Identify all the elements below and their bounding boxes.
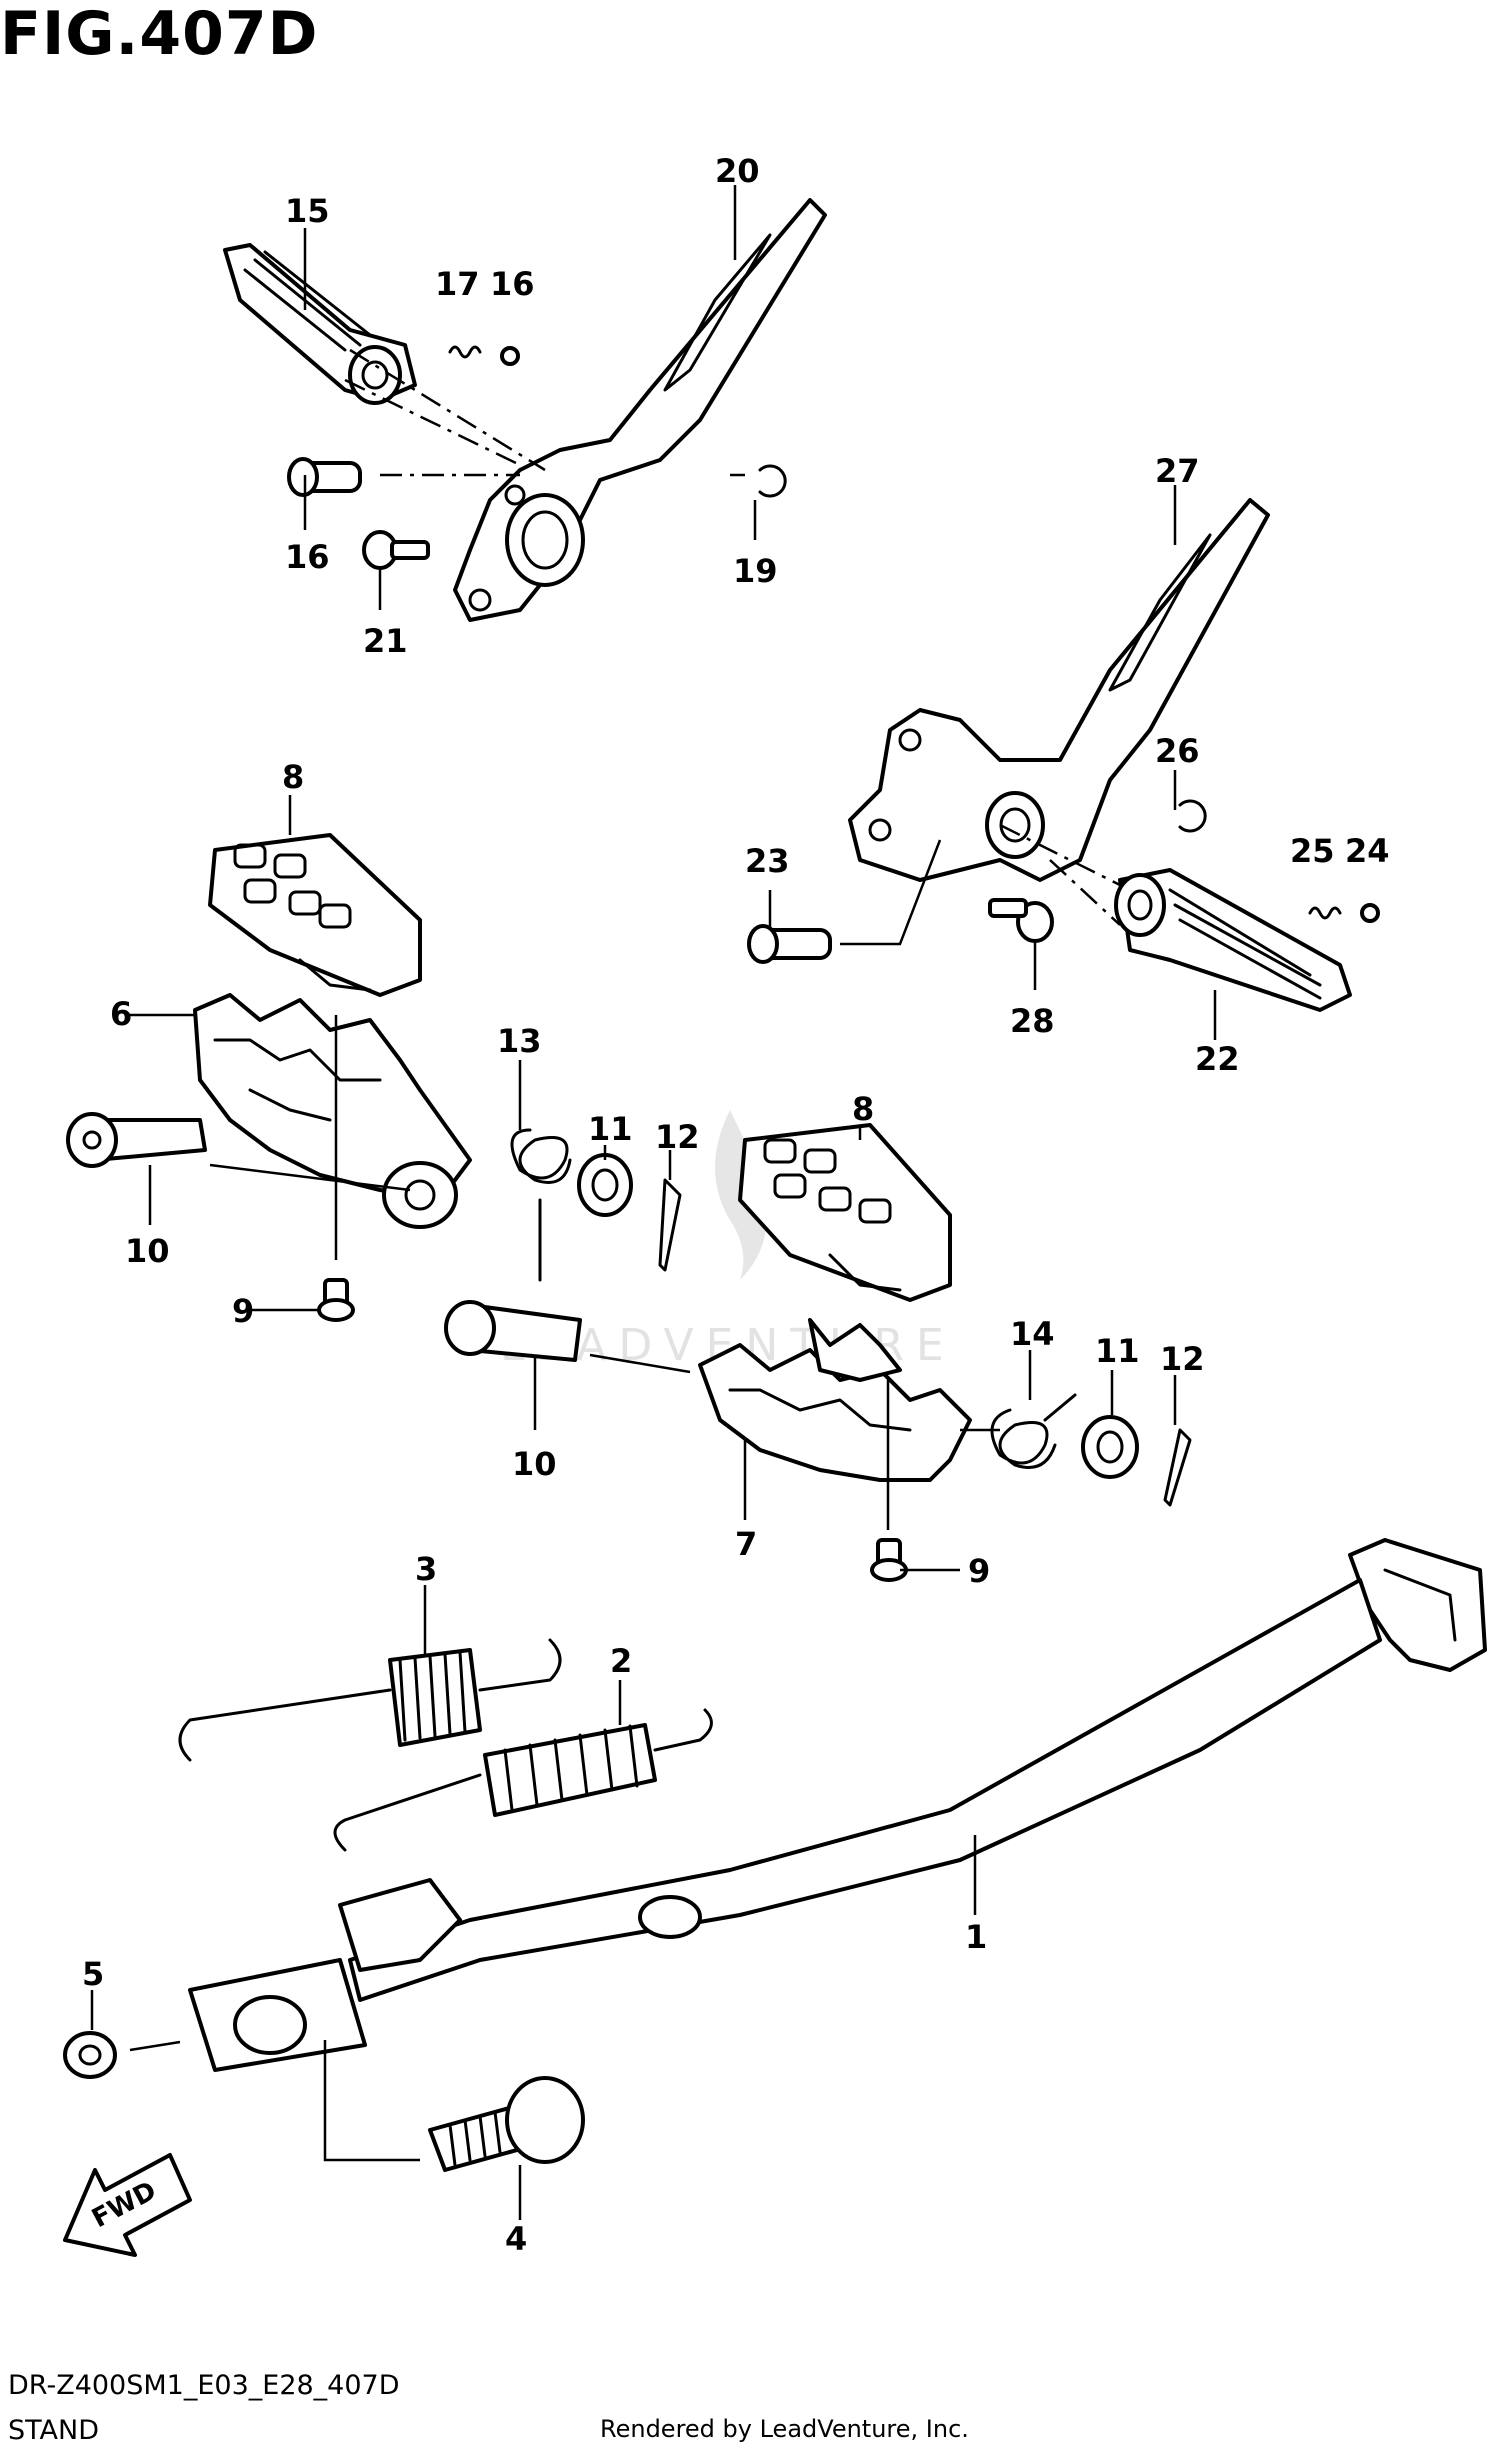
callout-19: 19 [733,552,778,590]
bolt-4 [428,2076,585,2172]
callout-15: 15 [285,192,330,230]
nut-5 [63,2031,117,2079]
callout-14: 14 [1010,1315,1055,1353]
callout-10a: 10 [125,1232,170,1270]
callout-24: 24 [1345,832,1390,870]
washer-11b [1081,1415,1139,1479]
diagram-code: DR-Z400SM1_E03_E28_407D [8,2370,400,2401]
footrest-cover-8b [738,1123,952,1302]
pin-10b [444,1300,582,1362]
footrest-6 [193,993,472,1229]
callout-4: 4 [505,2220,527,2258]
figure-title: FIG.407D [0,0,319,69]
callout-27: 27 [1155,452,1200,490]
callout-20: 20 [715,152,760,190]
callout-16: 16 [285,538,330,576]
cotter-pin-12b [1163,1428,1192,1507]
render-credit: Rendered by LeadVenture, Inc. [600,2415,969,2443]
fwd-arrow-icon: FWD [63,2153,192,2257]
callout-17: 16 [490,265,535,303]
footrest-bracket-left [453,198,827,622]
spring-2 [333,1708,713,1852]
bolt-21 [362,530,430,570]
spring-3 [178,1638,562,1762]
washer-11a [577,1153,633,1217]
bolt-9b [870,1538,908,1582]
callout-1: 1 [965,1918,987,1956]
callout-22: 22 [1195,1040,1240,1078]
callout-8a: 8 [282,758,304,796]
callout-25: 25 [1290,832,1335,870]
clip-19 [758,464,787,498]
callout-11a: 11 [588,1110,633,1148]
spring-25 [1308,906,1342,920]
callout-7: 7 [735,1525,757,1563]
clip-26 [1178,799,1207,833]
footrest-cover-8a [208,833,422,997]
spring-14 [990,1393,1077,1469]
callout-6: 6 [110,995,132,1033]
callout-8b: 8 [852,1090,874,1128]
callout-5: 5 [82,1955,104,1993]
footpeg-22 [1114,868,1352,1012]
ball-24 [1360,903,1380,923]
callout-2: 2 [610,1642,632,1680]
callout-12b: 12 [1160,1340,1205,1378]
footpeg-15 [223,243,417,405]
spring-13 [510,1128,572,1282]
callout-18: 17 [435,265,480,303]
side-stand-1 [188,1538,1487,2072]
callout-21: 21 [363,622,408,660]
ball-17 [500,346,520,366]
callout-11b: 11 [1095,1332,1140,1370]
callout-12a: 12 [655,1118,700,1156]
callout-10b: 10 [512,1445,557,1483]
bolt-28 [988,898,1054,943]
footrest-bracket-right [848,498,1270,882]
diagram-name: STAND [8,2415,99,2446]
callout-28: 28 [1010,1002,1055,1040]
footrest-7 [698,1318,972,1482]
callout-13: 13 [497,1022,542,1060]
pin-16 [287,457,362,497]
callout-9b: 9 [968,1552,990,1590]
callout-23: 23 [745,842,790,880]
callout-3: 3 [415,1550,437,1588]
callout-26: 26 [1155,732,1200,770]
pin-10a [66,1112,207,1168]
callout-9a: 9 [232,1292,254,1330]
pin-23 [747,924,832,964]
cotter-pin-12a [658,1178,682,1272]
spring-18 [448,345,482,359]
bolt-9a [317,1278,355,1322]
